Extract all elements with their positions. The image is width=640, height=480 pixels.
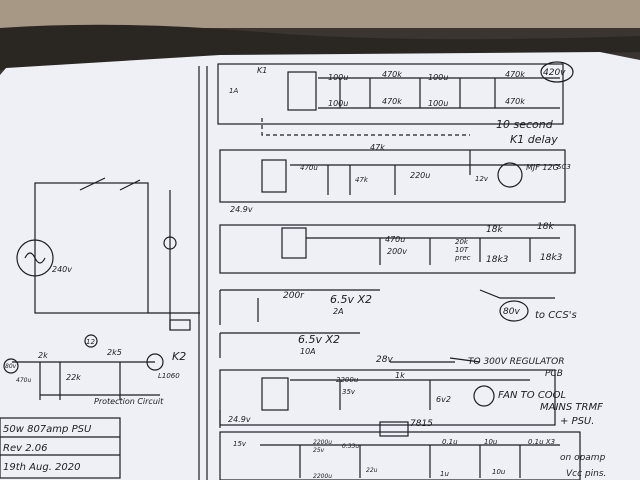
- label-heater-1: 6.5v X2: [330, 293, 372, 306]
- label-cap-1u: 1u: [440, 470, 449, 478]
- stone-top: [0, 0, 640, 28]
- label-cap-10u-a: 10u: [484, 438, 498, 446]
- label-cap-220u: 220u: [410, 171, 430, 180]
- ink-lines: [0, 61, 581, 480]
- label-to-regulator-2: PCB: [545, 369, 563, 379]
- label-res-200r: 200r: [283, 291, 305, 301]
- label-cap-100u-b: 100u: [328, 99, 348, 108]
- label-res-470k-c: 470k: [505, 70, 525, 79]
- label-heater-2: 6.5v X2: [298, 333, 340, 346]
- label-trim-prec: prec: [454, 254, 471, 262]
- label-res-18k3-b: 18k3: [540, 253, 563, 263]
- label-res-2k: 2k: [38, 351, 48, 360]
- label-mosfet: MJF 12G: [526, 163, 559, 172]
- label-7815: 7815: [410, 419, 433, 429]
- label-fan-1: FAN TO COOL: [498, 390, 566, 401]
- label-relay-k1: K1: [257, 66, 267, 75]
- label-mains-240v: 240v: [52, 265, 72, 274]
- label-zener-6v2: 6v2: [436, 395, 451, 404]
- label-res-2k5: 2k5: [107, 348, 122, 357]
- label-cap-033: 0.33u: [342, 443, 359, 450]
- label-cap-01u-a: 0.1u: [442, 438, 458, 446]
- label-res-1k: 1k: [395, 371, 405, 380]
- label-heater-2-amps: 10A: [300, 347, 316, 356]
- label-to-ccs: to CCS's: [535, 310, 577, 321]
- label-cap-470u-200v-2: 200v: [387, 247, 407, 256]
- label-cap-2200u-b: 2200u: [313, 473, 332, 480]
- label-res-470k-a: 470k: [382, 70, 402, 79]
- label-res-470k-b: 470k: [382, 97, 402, 106]
- label-delay-1: 10 second: [496, 118, 554, 131]
- label-delay-2: K1 delay: [510, 133, 558, 146]
- label-mosfet-sc3: SC3: [557, 163, 571, 171]
- label-24v-a: 24.9v: [230, 205, 253, 214]
- title-line-1: 50w 807amp PSU: [3, 424, 92, 435]
- label-cap-2200u: 2200u: [336, 376, 359, 384]
- label-res-47k-mid: 47k: [355, 176, 369, 184]
- label-res-18k3-a: 18k3: [486, 255, 509, 265]
- label-res-47k-top: 47k: [370, 143, 385, 152]
- label-24v-b: 24.9v: [228, 415, 251, 424]
- label-12v: 12: [86, 338, 95, 346]
- label-cap-01u-x3: 0.1u X3: [528, 438, 555, 446]
- label-res-18k-a: 18k: [486, 225, 503, 235]
- label-protection-circuit: Protection Circuit: [94, 397, 164, 406]
- label-80v: 80v: [503, 307, 520, 317]
- label-res-22k: 22k: [66, 373, 81, 382]
- label-fan-3: + PSU.: [560, 416, 594, 427]
- label-28v: 28v: [376, 355, 393, 365]
- label-80v-left: 80v: [5, 363, 17, 370]
- label-cap-100u-a: 100u: [328, 73, 348, 82]
- label-relay-k2: K2: [172, 350, 186, 363]
- label-cap-2200u-25v-1: 2200u: [313, 439, 332, 446]
- label-opamp-note-1: on opamp: [560, 453, 606, 463]
- label-cap-470u-left: 470u: [16, 377, 31, 384]
- title-line-2: Rev 2.06: [3, 443, 47, 454]
- label-fan-2: MAINS TRMF: [540, 402, 603, 413]
- label-opamp-note-2: Vcc pins.: [566, 469, 606, 479]
- label-cap-10u-b: 10u: [492, 468, 506, 476]
- label-led-l1060: L1060: [158, 372, 180, 380]
- label-cap-100u-c: 100u: [428, 73, 448, 82]
- label-trim-10t: 10T: [455, 246, 469, 254]
- label-cap-100u-d: 100u: [428, 99, 448, 108]
- label-fuse-1a: 1A: [229, 87, 238, 95]
- label-res-470k-d: 470k: [505, 97, 525, 106]
- label-cap-22u: 22u: [366, 467, 378, 474]
- title-line-3: 19th Aug. 2020: [3, 462, 81, 473]
- label-cap-2200u-25v-2: 25v: [313, 447, 325, 454]
- label-to-regulator-1: TO 300V REGULATOR: [468, 357, 565, 367]
- label-cap-470u-200v-1: 470u: [385, 235, 405, 244]
- label-res-18k-b: 18k: [537, 222, 554, 232]
- paper-sheet: [0, 52, 640, 480]
- label-15v: 15v: [233, 440, 247, 448]
- label-420v: 420v: [543, 68, 566, 78]
- label-trim-20k: 20k: [455, 238, 469, 246]
- label-cap-2200u-35v: 35v: [342, 388, 356, 396]
- label-zener-12v: 12v: [475, 175, 489, 183]
- label-heater-1-amps: 2A: [333, 307, 344, 316]
- label-cap-470u: 470u: [300, 164, 318, 172]
